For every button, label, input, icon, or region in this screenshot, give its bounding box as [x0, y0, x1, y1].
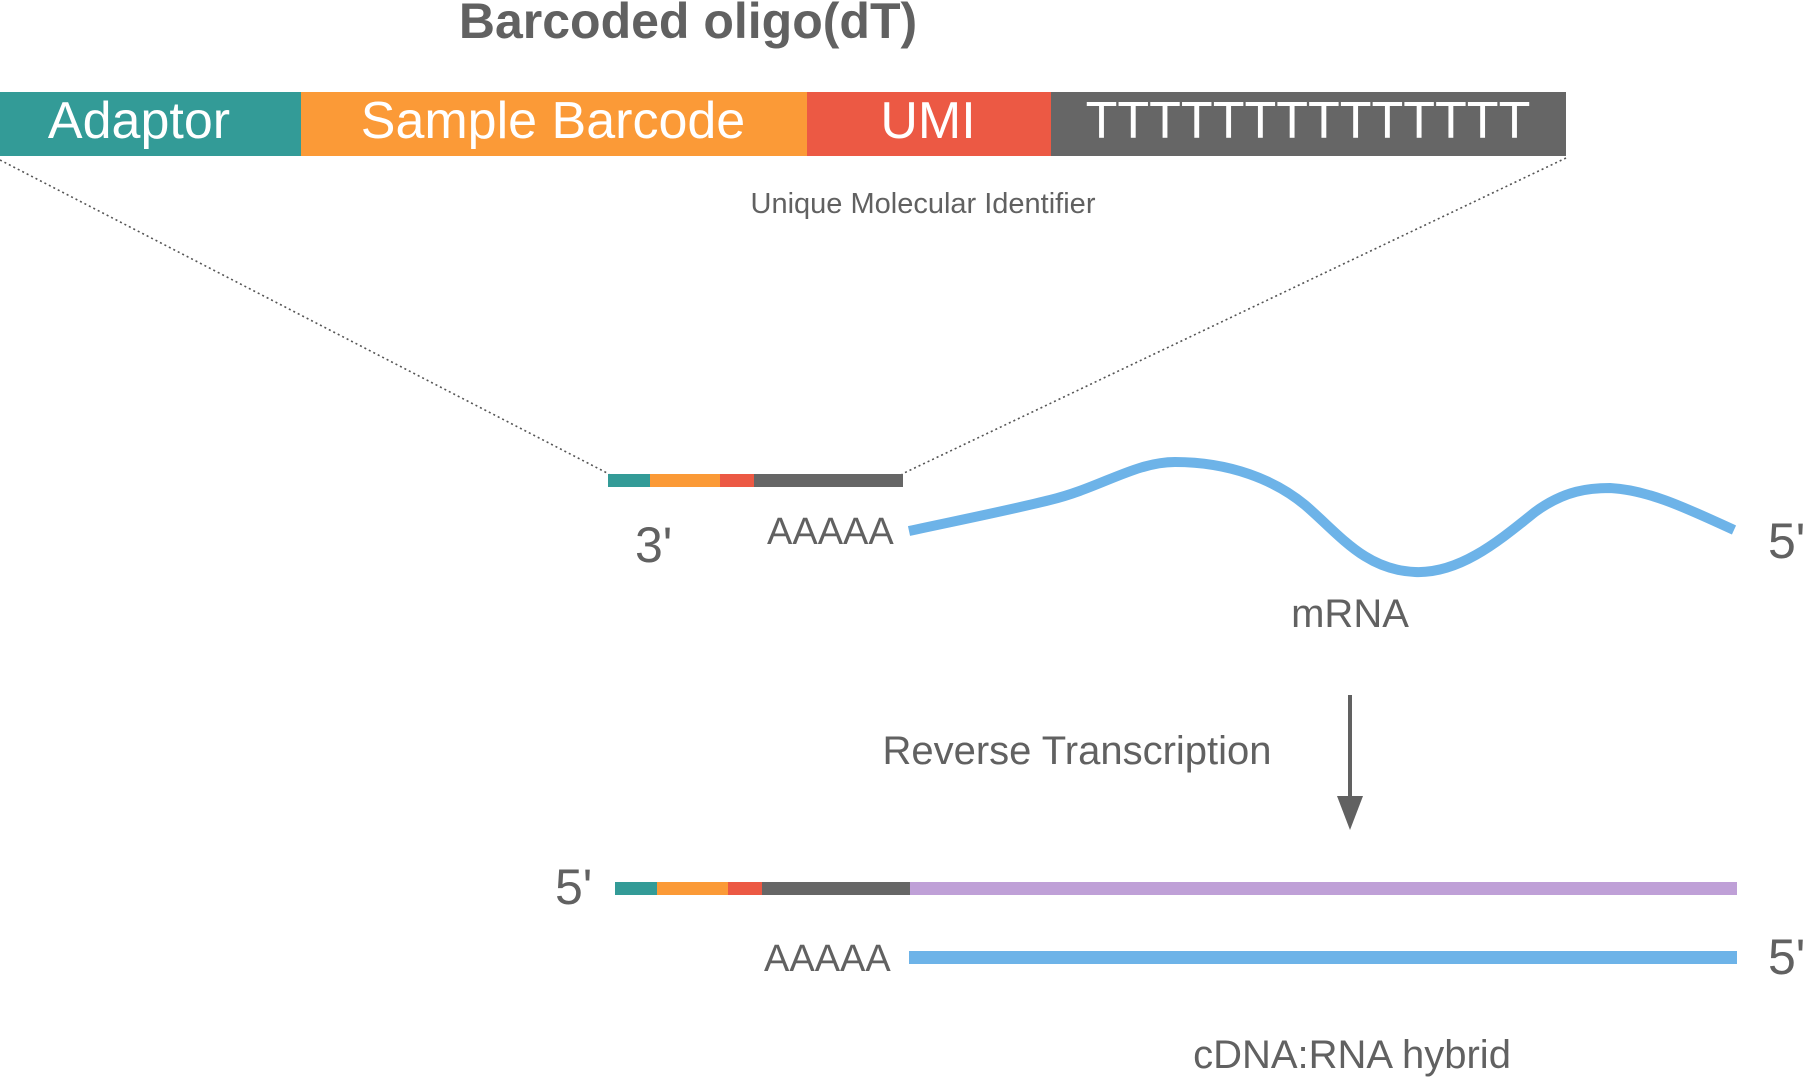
hybrid-rna-strand	[909, 951, 1737, 964]
small-oligo-bar	[608, 474, 903, 487]
small-umi-segment	[720, 474, 754, 487]
arrow-down-icon	[1337, 695, 1363, 830]
cdna-five-prime-label: 5'	[555, 859, 592, 915]
cdna-barcode-segment	[657, 882, 728, 895]
mrna-three-prime-label: 3'	[635, 517, 672, 573]
hybrid-label: cDNA:RNA hybrid	[1193, 1033, 1511, 1077]
mrna-five-prime-label: 5'	[1768, 513, 1805, 569]
poly-t-label: TTTTTTTTTTTTTT	[1086, 92, 1531, 150]
mrna-strand	[907, 456, 1737, 578]
umi-caption: Unique Molecular Identifier	[751, 188, 1096, 220]
umi-segment	[807, 92, 1051, 156]
small-barcode-segment	[650, 474, 720, 487]
sample-barcode-label: Sample Barcode	[361, 92, 745, 150]
cdna-adaptor-segment	[615, 882, 657, 895]
mrna-poly-a-label: AAAAA	[767, 511, 894, 553]
mrna-label: mRNA	[1291, 592, 1409, 636]
cdna-synthesized-segment	[910, 882, 1737, 895]
zoom-line-left	[0, 159, 610, 475]
small-adaptor-segment	[608, 474, 650, 487]
cdna-umi-segment	[728, 882, 762, 895]
cdna-poly-t-segment	[762, 882, 910, 895]
small-poly-t-segment	[754, 474, 903, 487]
adaptor-segment	[0, 92, 301, 156]
umi-label: UMI	[880, 92, 975, 150]
reverse-transcription-label: Reverse Transcription	[882, 729, 1271, 773]
poly-t-segment	[1051, 92, 1566, 156]
cdna-strand	[615, 882, 1737, 895]
diagram-title: Barcoded oligo(dT)	[459, 0, 917, 49]
hybrid-poly-a-label: AAAAA	[764, 938, 891, 980]
adaptor-label: Adaptor	[48, 92, 230, 150]
hybrid-rna-five-prime-label: 5'	[1768, 929, 1805, 985]
barcoded-oligo-bar: Adaptor Sample Barcode UMI TTTTTTTTTTTTT…	[0, 92, 1566, 156]
sample-barcode-segment	[301, 92, 807, 156]
